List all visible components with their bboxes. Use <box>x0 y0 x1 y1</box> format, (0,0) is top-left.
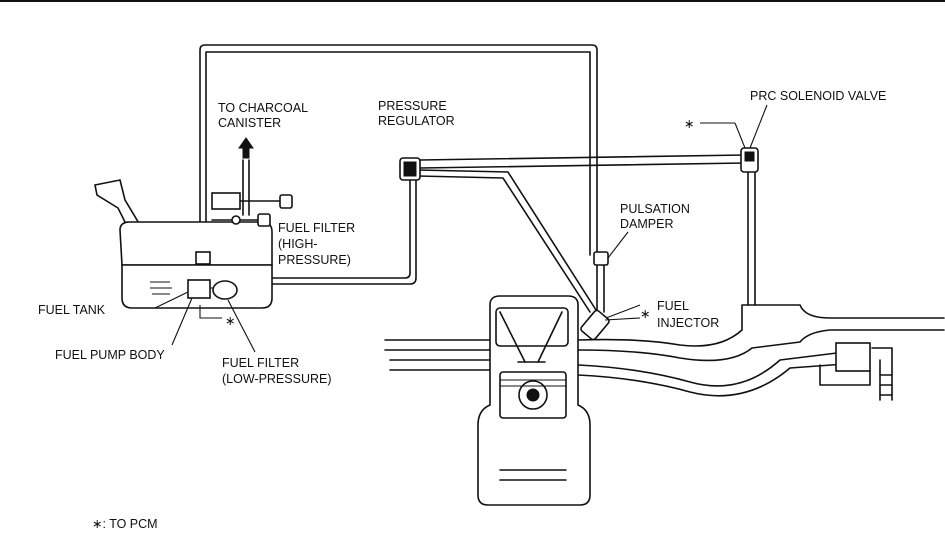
prc-solenoid-valve <box>700 104 768 173</box>
label-pulsation-1: PULSATION <box>620 202 690 216</box>
return-line-inner <box>205 51 591 259</box>
vacuum-line-top <box>419 154 746 161</box>
leader-lines <box>154 291 641 353</box>
asterisk-prc: ∗ <box>684 117 694 131</box>
pressure-regulator <box>399 157 421 181</box>
footnote: ∗: TO PCM <box>92 517 158 531</box>
label-filter-low-2: (LOW-PRESSURE) <box>222 372 332 386</box>
asterisk-pump: ∗ <box>225 314 235 328</box>
vacuum-line-bottom <box>419 162 746 169</box>
canister-lines <box>195 137 293 265</box>
engine-cylinder <box>477 295 591 506</box>
label-prc-solenoid: PRC SOLENOID VALVE <box>750 89 886 103</box>
label-pressure-regulator-1: PRESSURE <box>378 99 447 113</box>
return-line-outer <box>199 44 598 259</box>
supply-line-inner <box>267 179 417 285</box>
label-fuel-injector-2: INJECTOR <box>657 316 719 330</box>
fuel-injector <box>580 304 641 341</box>
supply-line-outer <box>267 179 411 279</box>
label-fuel-injector-1: FUEL <box>657 299 689 313</box>
label-filter-high-1: FUEL FILTER <box>278 221 355 235</box>
label-filter-high-2: (HIGH- <box>278 237 318 251</box>
label-filter-high-3: PRESSURE) <box>278 253 351 267</box>
label-filter-low-1: FUEL FILTER <box>222 356 299 370</box>
arrow-up-icon <box>238 137 254 149</box>
pulsation-damper <box>593 231 629 266</box>
fuel-rail-upper <box>417 169 597 311</box>
fuel-rail-lower <box>417 175 591 313</box>
fuel-lines <box>199 44 756 313</box>
label-pressure-regulator-2: REGULATOR <box>378 114 455 128</box>
intake-manifold <box>384 304 945 401</box>
fuel-tank <box>94 179 273 319</box>
label-fuel-pump-body: FUEL PUMP BODY <box>55 348 165 362</box>
label-pulsation-2: DAMPER <box>620 217 673 231</box>
asterisk-injector: ∗ <box>640 307 650 321</box>
labels: TO CHARCOAL CANISTER PRESSURE REGULATOR … <box>38 89 886 531</box>
label-to-charcoal-2: CANISTER <box>218 116 281 130</box>
label-to-charcoal-1: TO CHARCOAL <box>218 101 308 115</box>
label-fuel-tank: FUEL TANK <box>38 303 106 317</box>
